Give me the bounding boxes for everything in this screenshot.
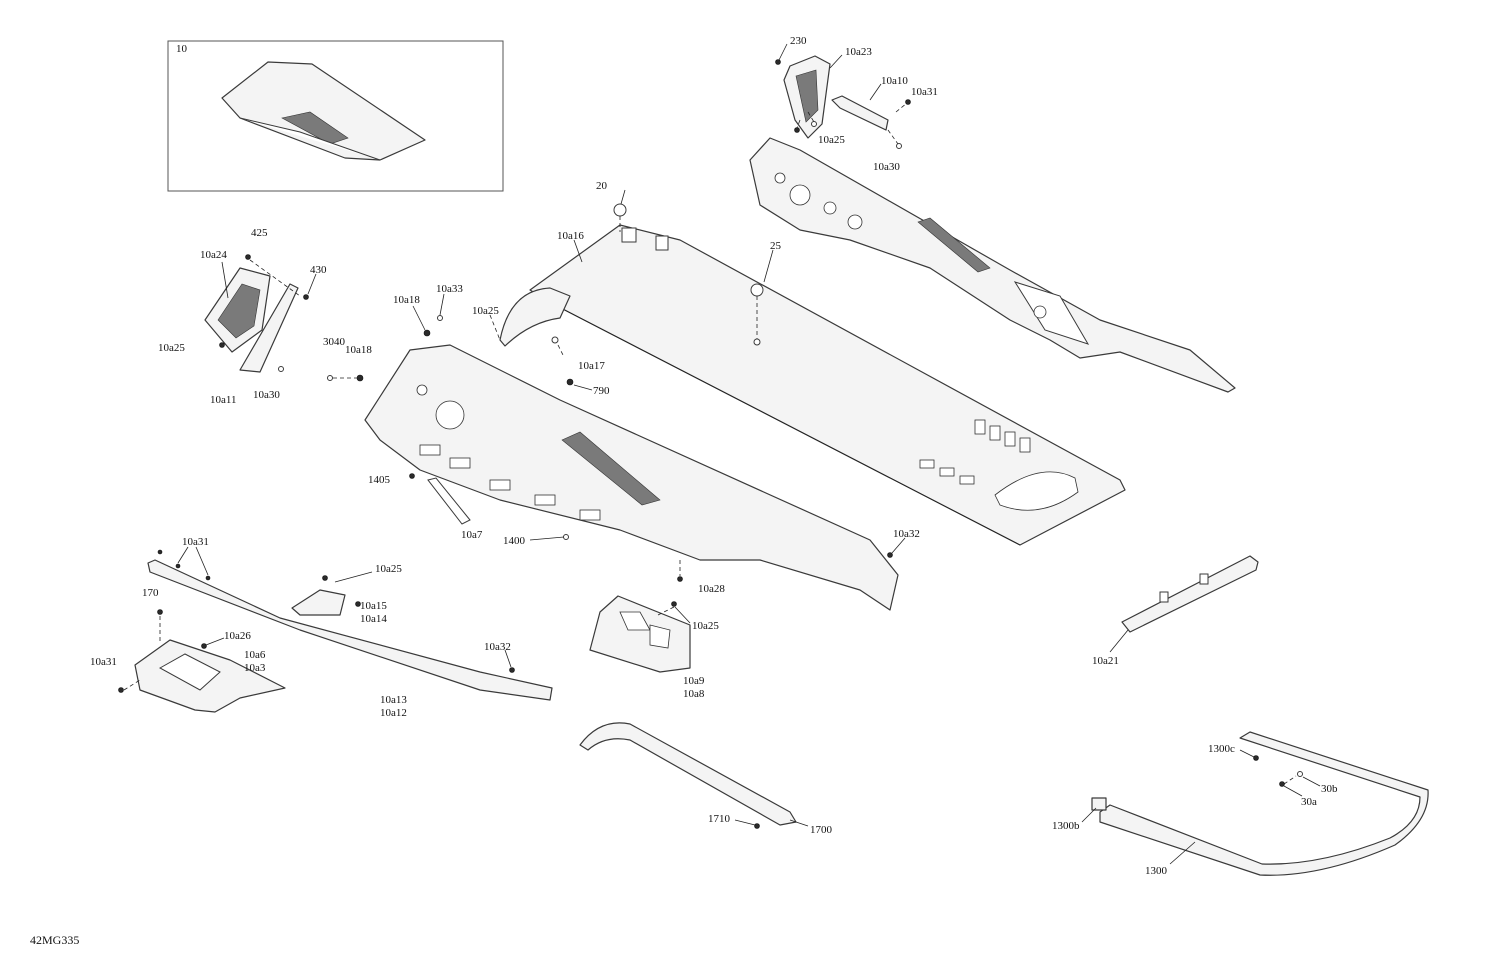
callout-10a23: 10a23 xyxy=(845,46,872,58)
callout-10a25-top: 10a25 xyxy=(818,134,845,146)
callout-10a31-rail: 10a31 xyxy=(182,536,209,548)
callout-1700: 1700 xyxy=(810,824,833,836)
callout-25: 25 xyxy=(770,240,782,252)
rail-10a10 xyxy=(831,95,889,131)
inset-assembly: 10 xyxy=(167,40,504,192)
bracket-10a15 xyxy=(291,589,346,616)
callout-430: 430 xyxy=(310,264,327,276)
side-panel-left-cutouts xyxy=(419,444,601,521)
callout-10a7: 10a7 xyxy=(461,529,483,541)
callout-10a31-top: 10a31 xyxy=(911,86,938,98)
callout-790: 790 xyxy=(593,385,610,397)
deck-front-curve xyxy=(499,287,571,347)
callout-1405: 1405 xyxy=(368,474,391,486)
top-right-brackets: 230 10a23 10a10 10a31 10a25 10a30 xyxy=(775,35,938,173)
lower-rail: 10a31 10a25 10a15 10a14 10a32 10a13 10a1… xyxy=(147,536,553,719)
center-bracket: 10a25 10a9 10a8 xyxy=(589,595,719,700)
callout-10a30-left: 10a30 xyxy=(253,389,280,401)
callout-10: 10 xyxy=(176,43,188,55)
side-panel-left-vent xyxy=(561,431,661,506)
rail-10a21-group: 10a21 xyxy=(1092,555,1259,667)
callout-10a9: 10a9 xyxy=(683,675,705,687)
callout-30a: 30a xyxy=(1301,796,1317,808)
callout-10a8: 10a8 xyxy=(683,688,705,700)
callout-10a25-left: 10a25 xyxy=(158,342,185,354)
callout-10a3: 10a3 xyxy=(244,662,266,674)
callout-1400: 1400 xyxy=(503,535,526,547)
bracket-10a9 xyxy=(589,595,691,673)
skid-plate-recess xyxy=(158,653,221,691)
rail-10a13 xyxy=(147,559,553,701)
callout-10a26: 10a26 xyxy=(224,630,251,642)
callout-1300b: 1300b xyxy=(1052,820,1080,832)
bumper-1300 xyxy=(1099,731,1429,876)
side-panel-right-vent xyxy=(917,217,991,273)
part-10a7 xyxy=(427,477,471,525)
callout-10a18-a: 10a18 xyxy=(393,294,420,306)
callout-10a14: 10a14 xyxy=(360,613,387,625)
left-side-panel: 3040 10a18 10a18 10a33 10a25 10a17 790 1… xyxy=(323,283,920,611)
inset-edge xyxy=(239,117,381,161)
inset-vent xyxy=(281,111,349,145)
callout-10a11: 10a11 xyxy=(210,394,236,406)
callout-10a25-low: 10a25 xyxy=(375,563,402,575)
inset-tunnel xyxy=(221,61,426,161)
inset-frame xyxy=(167,40,504,192)
skid-plate: 170 10a26 10a6 10a3 10a31 xyxy=(90,587,286,713)
top-deck: 20 10a16 25 xyxy=(499,180,1126,546)
callout-10a18-b: 10a18 xyxy=(345,344,372,356)
callout-20: 20 xyxy=(596,180,608,192)
rail-10a21 xyxy=(1121,555,1259,633)
callout-10a28: 10a28 xyxy=(698,583,725,595)
callout-10a12: 10a12 xyxy=(380,707,407,719)
callout-10a25-mid: 10a25 xyxy=(472,305,499,317)
callout-3040: 3040 xyxy=(323,336,346,348)
callout-10a6: 10a6 xyxy=(244,649,266,661)
callout-30b: 30b xyxy=(1321,783,1338,795)
deck-vents xyxy=(919,419,1079,511)
bracket-10a23-pattern xyxy=(795,69,819,123)
callout-10a21: 10a21 xyxy=(1092,655,1119,667)
callout-10a30-top: 10a30 xyxy=(873,161,900,173)
runner-1700 xyxy=(579,722,797,826)
runner-1700-group: 1710 1700 xyxy=(579,722,833,836)
callout-10a32-right: 10a32 xyxy=(893,528,920,540)
callout-170: 170 xyxy=(142,587,159,599)
right-side-panel xyxy=(749,137,1236,393)
callout-10a16: 10a16 xyxy=(557,230,584,242)
callout-1710: 1710 xyxy=(708,813,731,825)
callout-230: 230 xyxy=(790,35,807,47)
rail-10a11 xyxy=(239,283,299,373)
left-brackets: 425 10a24 430 10a25 10a11 10a30 xyxy=(158,227,327,406)
callout-10a24: 10a24 xyxy=(200,249,227,261)
callout-10a32-rail: 10a32 xyxy=(484,641,511,653)
bumper-1300-group: 1300c 30b 30a 1300b 1300 xyxy=(1052,731,1429,877)
filler-neck xyxy=(621,227,637,243)
callout-10a15: 10a15 xyxy=(360,600,387,612)
callout-10a33: 10a33 xyxy=(436,283,463,295)
callout-425: 425 xyxy=(251,227,268,239)
callout-1300c: 1300c xyxy=(1208,743,1235,755)
filler-neck-2 xyxy=(655,235,669,251)
bracket-10a24-pattern xyxy=(217,283,261,339)
callout-10a31-low: 10a31 xyxy=(90,656,117,668)
callout-10a17: 10a17 xyxy=(578,360,605,372)
callout-10a25-bracket: 10a25 xyxy=(692,620,719,632)
callout-1300: 1300 xyxy=(1145,865,1168,877)
callout-10a13: 10a13 xyxy=(380,694,407,706)
diagram-code: 42MG335 xyxy=(30,933,79,947)
callout-10a10: 10a10 xyxy=(881,75,908,87)
bumper-endcap-1300b xyxy=(1091,797,1107,811)
